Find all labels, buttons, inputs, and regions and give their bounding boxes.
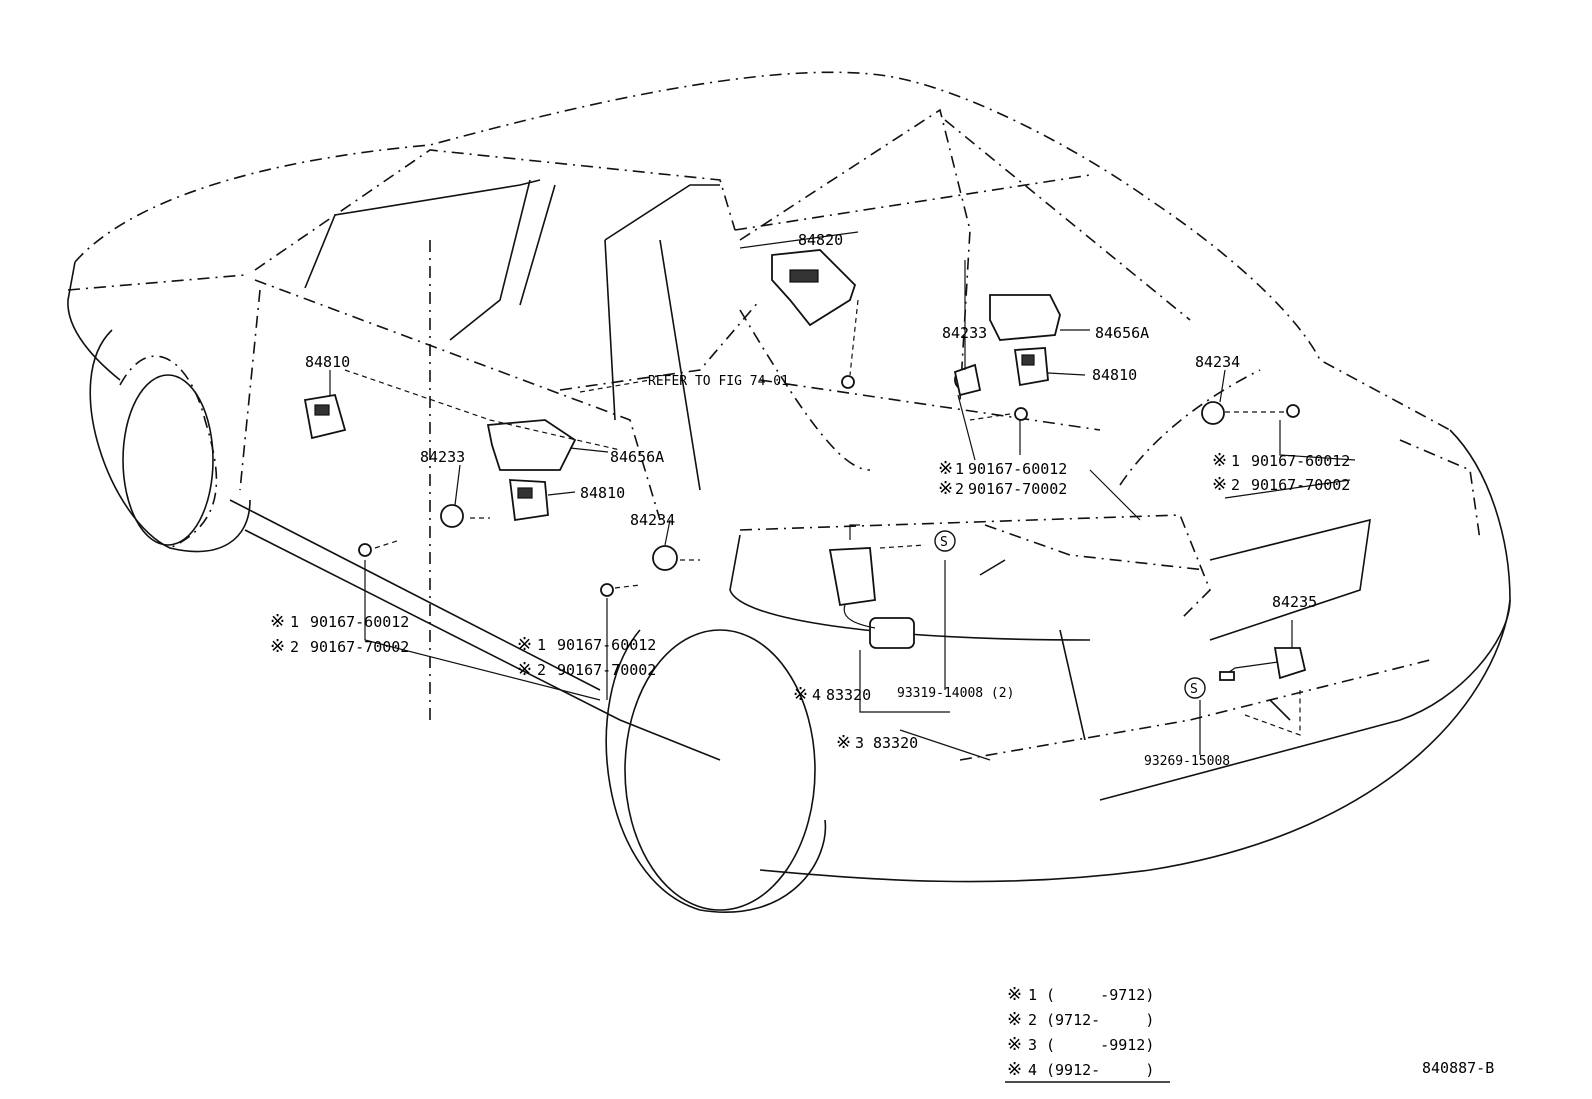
svg-text:※: ※ — [1212, 474, 1227, 495]
callout-e3-83320: ※ 3 83320 — [836, 732, 918, 753]
svg-text:90167-60012: 90167-60012 — [968, 460, 1067, 478]
legend-row-2: ※ 2 (9712- ) — [1007, 1009, 1154, 1030]
svg-text:90167-70002: 90167-70002 — [557, 661, 656, 679]
svg-text:※: ※ — [517, 634, 532, 655]
callout-e4-83320: ※ 4 83320 — [793, 684, 871, 705]
svg-text:83320: 83320 — [873, 734, 918, 752]
part-84810-switch-right — [1013, 347, 1049, 387]
svg-text:( -9912): ( -9912) — [1046, 1036, 1154, 1054]
svg-text:90167-60012: 90167-60012 — [557, 636, 656, 654]
svg-text:1: 1 — [1231, 452, 1240, 470]
svg-text:※: ※ — [938, 478, 953, 499]
label-84233-right: 84233 — [942, 324, 987, 342]
svg-text:90167-70002: 90167-70002 — [968, 480, 1067, 498]
part-84820-switch — [771, 249, 857, 327]
label-93319-14008: 93319-14008 (2) — [897, 686, 1014, 701]
svg-text:S: S — [940, 535, 948, 550]
part-84810-switch-left — [303, 393, 347, 440]
part-84656a-bezel-mid — [486, 419, 577, 471]
svg-text:1: 1 — [1028, 986, 1037, 1004]
part-83320-trunk-opener — [828, 524, 915, 649]
svg-text:( -9712): ( -9712) — [1046, 986, 1154, 1004]
part-84235-switch — [1219, 647, 1307, 681]
s-symbol-top: S — [934, 530, 956, 552]
legend-row-1: ※ 1 ( -9712) — [1007, 984, 1154, 1005]
part-84656a-bezel-right — [989, 294, 1061, 341]
label-84234-right: 84234 — [1195, 353, 1240, 371]
svg-text:※: ※ — [836, 732, 851, 753]
svg-text:※: ※ — [793, 684, 808, 705]
legend-row-3: ※ 3 ( -9912) — [1007, 1034, 1154, 1055]
svg-text:2: 2 — [1231, 476, 1240, 494]
figure-code: 840887-B — [1422, 1059, 1494, 1077]
svg-text:4: 4 — [812, 686, 821, 704]
car-body-outline — [67, 71, 1511, 913]
part-84233-switch-right — [953, 363, 982, 397]
label-93269-15008: 93269-15008 — [1144, 754, 1230, 769]
callout-d2: ※ 2 90167-70002 — [1212, 474, 1350, 495]
legend-row-4: ※ 4 (9912- ) — [1007, 1059, 1154, 1080]
svg-text:1: 1 — [537, 636, 546, 654]
callout-d1: ※ 1 90167-60012 — [1212, 450, 1350, 471]
svg-text:(9712- ): (9712- ) — [1046, 1011, 1154, 1029]
callout-c1: ※ 1 90167-60012 — [938, 458, 1067, 479]
label-84820: 84820 — [798, 231, 843, 249]
svg-text:※: ※ — [270, 611, 285, 632]
svg-text:90167-70002: 90167-70002 — [310, 638, 409, 656]
callout-a1: ※ 1 90167-60012 — [270, 611, 409, 632]
svg-text:2: 2 — [955, 480, 964, 498]
svg-text:※: ※ — [938, 458, 953, 479]
legend: ※ 1 ( -9712) ※ 2 (9712- ) ※ 3 ( -9912) ※… — [1005, 984, 1170, 1083]
label-84656a-mid: 84656A — [610, 448, 664, 466]
svg-text:4: 4 — [1028, 1061, 1037, 1079]
svg-text:90167-60012: 90167-60012 — [1251, 452, 1350, 470]
svg-text:(9912- ): (9912- ) — [1046, 1061, 1154, 1079]
label-84810-mid: 84810 — [580, 484, 625, 502]
part-84233-switch-left — [440, 504, 464, 528]
svg-text:※: ※ — [1007, 984, 1022, 1005]
svg-text:※: ※ — [1007, 1009, 1022, 1030]
svg-text:※: ※ — [517, 659, 532, 680]
callout-c2: ※ 2 90167-70002 — [938, 478, 1067, 499]
svg-text:※: ※ — [1007, 1034, 1022, 1055]
screw-markers — [358, 375, 1300, 597]
svg-text:※: ※ — [270, 636, 285, 657]
label-84235: 84235 — [1272, 593, 1317, 611]
svg-text:1: 1 — [290, 613, 299, 631]
svg-text:3: 3 — [1028, 1036, 1037, 1054]
leader-lines — [329, 231, 1356, 761]
label-84233-left: 84233 — [420, 448, 465, 466]
label-84656a-right: 84656A — [1095, 324, 1149, 342]
callout-b1: ※ 1 90167-60012 — [517, 634, 656, 655]
svg-text:3: 3 — [855, 734, 864, 752]
svg-text:※: ※ — [1212, 450, 1227, 471]
svg-text:1: 1 — [955, 460, 964, 478]
svg-text:83320: 83320 — [826, 686, 871, 704]
label-84234-mid: 84234 — [630, 511, 675, 529]
svg-text:※: ※ — [1007, 1059, 1022, 1080]
label-84810-right: 84810 — [1092, 366, 1137, 384]
label-84810-left: 84810 — [305, 353, 350, 371]
svg-text:2: 2 — [1028, 1011, 1037, 1029]
callout-a2: ※ 2 90167-70002 — [270, 636, 409, 657]
s-symbol-bottom: S — [1184, 677, 1206, 699]
svg-text:S: S — [1190, 682, 1198, 697]
refer-note: REFER TO FIG 74-01 — [648, 374, 789, 389]
svg-text:90167-60012: 90167-60012 — [310, 613, 409, 631]
svg-text:90167-70002: 90167-70002 — [1251, 476, 1350, 494]
part-84234-switch-right — [1201, 401, 1225, 425]
svg-text:2: 2 — [290, 638, 299, 656]
svg-text:2: 2 — [537, 661, 546, 679]
callout-b2: ※ 2 90167-70002 — [517, 659, 656, 680]
part-84810-switch-mid — [508, 479, 549, 522]
part-84234-switch-mid — [652, 545, 678, 571]
